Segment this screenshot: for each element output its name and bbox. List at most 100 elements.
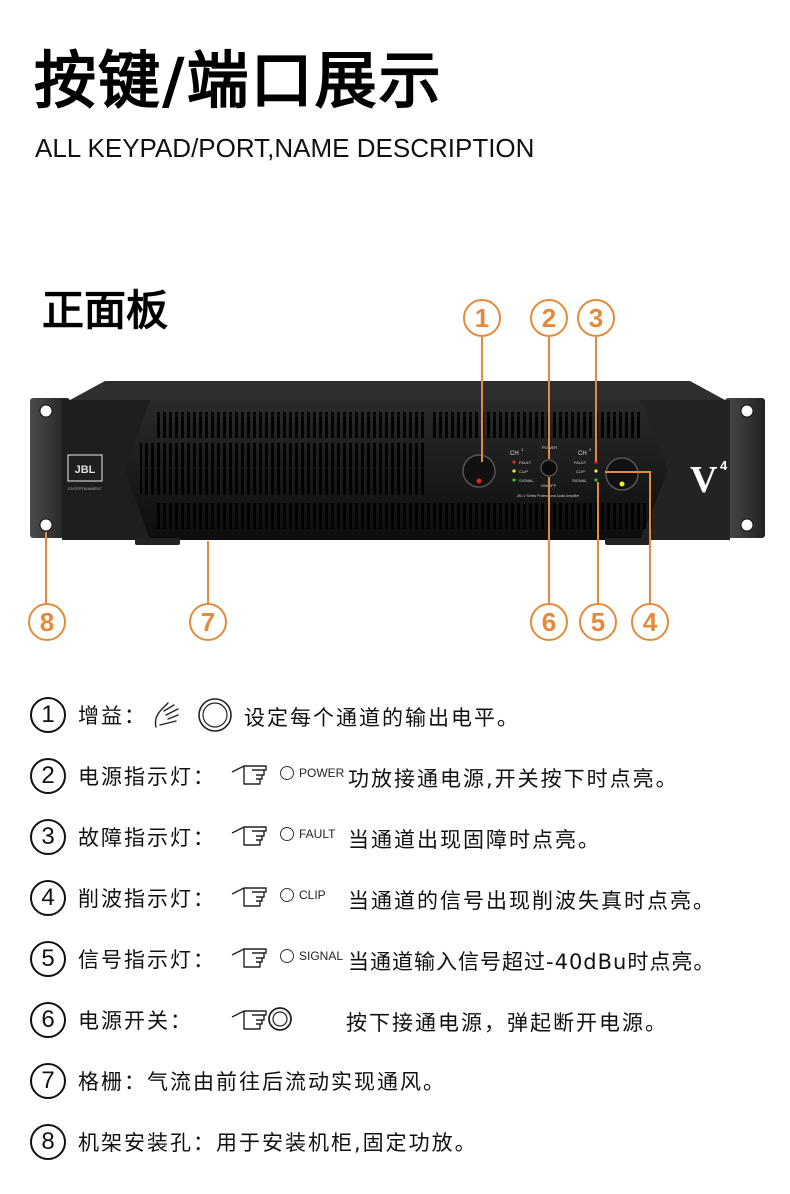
clip-led-ch1 (512, 469, 516, 473)
ch1-sup: 1 (521, 447, 524, 452)
item-desc: 按下接通电源，弹起断开电源。 (346, 1011, 668, 1035)
item-label: 机架安装孔： (78, 1131, 216, 1155)
led-power-ch1 (476, 478, 482, 484)
jbl-logo (67, 454, 103, 482)
led-icon (280, 888, 294, 902)
leader-lines (45, 337, 651, 604)
rack-hole-icon (39, 518, 53, 532)
rack-hole-icon (39, 404, 53, 418)
callout-1: 1 (463, 299, 501, 337)
hand-turn-icon (154, 702, 179, 728)
foot (605, 538, 650, 545)
power-label: POWER (542, 445, 557, 450)
item-desc: 当通道的信号出现削波失真时点亮。 (348, 889, 716, 913)
signal-led-ch2 (594, 478, 598, 482)
item-label: 电源开关： (78, 1009, 193, 1033)
grille-bottom (155, 503, 655, 529)
front-face (62, 400, 730, 540)
callout-6: 6 (530, 603, 568, 641)
clip-led-ch2 (594, 469, 598, 473)
rack-hole-icon (740, 404, 754, 418)
ch2-sup: 2 (589, 447, 592, 452)
rack-hole-icon (740, 518, 754, 532)
gain-knob-ch2[interactable] (605, 457, 639, 491)
hand-point-icon (231, 826, 267, 846)
callout-7: 7 (189, 603, 227, 641)
model-text: V (690, 459, 718, 501)
item-number: 5 (30, 941, 66, 977)
item-number: 6 (30, 1002, 66, 1038)
indicator-signal: SIGNAL (280, 949, 343, 963)
item-desc: 功放接通电源,开关按下时点亮。 (348, 767, 679, 791)
onoff-label: ON/OFF (541, 483, 557, 488)
gain-knob-ch1[interactable] (462, 454, 496, 488)
list-item: 5 信号指示灯： (30, 939, 216, 979)
grille-top-right (430, 412, 640, 438)
rack-ear-right (725, 398, 765, 538)
item-label: 增益： (78, 704, 147, 728)
signal-label-ch1: SIGNAL (519, 478, 534, 483)
item-number: 8 (30, 1124, 66, 1160)
indicator-power: POWER (280, 766, 344, 780)
signal-led-ch1 (512, 478, 516, 482)
item-label: 信号指示灯： (78, 948, 216, 972)
hand-press-switch-icon (231, 1007, 292, 1031)
list-item: 3 故障指示灯： (30, 817, 216, 857)
section-title: 正面板 (42, 286, 169, 335)
item-label: 格栅： (78, 1070, 147, 1094)
foot (135, 538, 180, 545)
model-sup: 4 (720, 458, 728, 473)
clip-label-ch2: CLIP (576, 469, 585, 474)
ch1-label: CH (510, 451, 519, 457)
list-item: 2 电源指示灯： (30, 756, 216, 796)
hand-point-icon (231, 765, 267, 785)
item-desc: 设定每个通道的输出电平。 (244, 706, 520, 730)
item-desc: 气流由前往后流动实现通风。 (147, 1070, 446, 1094)
hand-point-icon (231, 948, 267, 968)
page-subtitle: ALL KEYPAD/PORT,NAME DESCRIPTION (35, 133, 535, 163)
signal-label-ch2: SIGNAL (572, 478, 587, 483)
ch2-label: CH (578, 451, 587, 457)
face-wing-left (62, 400, 150, 540)
led-icon (280, 827, 294, 841)
item-label: 电源指示灯： (78, 765, 216, 789)
callout-5: 5 (579, 603, 617, 641)
brand-sub-text: ENTERTAINMENT (68, 486, 102, 491)
knob-icon (198, 698, 232, 732)
list-item: 1 增益： (30, 695, 147, 735)
callout-3: 3 (577, 299, 615, 337)
item-number: 7 (30, 1063, 66, 1099)
grille-mid (140, 443, 425, 495)
fault-label-ch2: FAULT (574, 460, 587, 465)
item-desc: 当通道输入信号超过-40dBu时点亮。 (348, 950, 716, 974)
list-item: 7 格栅： 气流由前往后流动实现通风。 (30, 1061, 446, 1101)
item-desc: 当通道出现固障时点亮。 (348, 828, 601, 852)
brand-text: JBL (75, 464, 96, 476)
fault-led-ch2 (594, 460, 598, 464)
hand-point-icon (231, 887, 267, 907)
power-switch[interactable] (540, 459, 558, 477)
callout-4: 4 (631, 603, 669, 641)
item-desc: 用于安装机柜,固定功放。 (216, 1131, 478, 1155)
led-ch2 (619, 481, 625, 487)
callout-8: 8 (28, 603, 66, 641)
item-number: 1 (30, 697, 66, 733)
callout-2: 2 (530, 299, 568, 337)
led-icon (280, 949, 294, 963)
list-item: 8 机架安装孔： 用于安装机柜,固定功放。 (30, 1122, 478, 1162)
face-wing-right (640, 400, 730, 540)
grille-top (155, 412, 425, 438)
list-item: 4 削波指示灯： (30, 878, 216, 918)
item-label: 削波指示灯： (78, 887, 216, 911)
item-number: 3 (30, 819, 66, 855)
fault-label-ch1: FAULT (519, 460, 532, 465)
led-icon (280, 766, 294, 780)
indicator-fault: FAULT (280, 827, 335, 841)
page-title: 按键/端口展示 (34, 44, 443, 117)
item-number: 2 (30, 758, 66, 794)
fault-led-ch1 (512, 460, 516, 464)
item-label: 故障指示灯： (78, 826, 216, 850)
clip-label-ch1: CLIP (519, 469, 528, 474)
chassis-top (70, 381, 725, 400)
indicator-clip: CLIP (280, 888, 326, 902)
